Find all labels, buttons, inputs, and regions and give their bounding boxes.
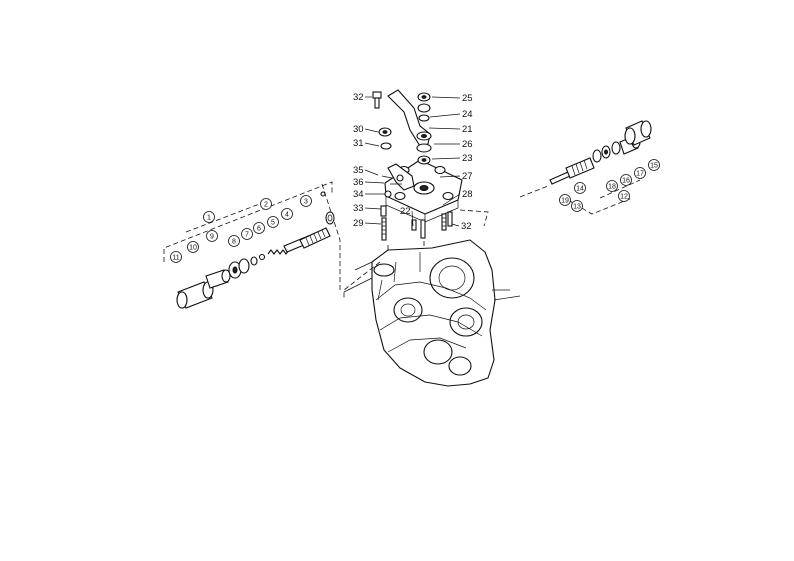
callout-circle: 13	[571, 200, 583, 212]
right-plunger-assembly	[519, 120, 652, 215]
callout-number: 11	[172, 255, 179, 262]
callout-circle: 16	[620, 174, 632, 186]
callout-circle: 7	[241, 228, 253, 240]
engine-block	[343, 239, 521, 387]
callout-number: 9	[210, 234, 214, 241]
callout-circle: 18	[606, 180, 618, 192]
callout-circle: 9	[206, 230, 218, 242]
callout-number: 14	[576, 186, 584, 193]
callout-number: 24	[462, 109, 473, 120]
callout-number: 3	[304, 199, 308, 206]
callout-number: 19	[561, 198, 569, 205]
callout-number: 25	[462, 93, 473, 104]
callout-leader-line	[364, 181, 385, 184]
callout-circle: 5	[267, 216, 279, 228]
callout-leader-line	[429, 113, 461, 118]
callout-number: 4	[285, 212, 289, 219]
callout-leader-line	[439, 175, 461, 178]
callout-circle: 2	[260, 198, 272, 210]
callout-number: 33	[353, 203, 364, 214]
callout-number: 10	[189, 245, 197, 252]
callout-leader-line	[431, 157, 461, 160]
callout-leader-line	[442, 193, 461, 206]
callout-number: 26	[462, 139, 473, 150]
callout-number: 6	[257, 226, 261, 233]
callout-number: 15	[650, 163, 658, 170]
callout-leader-line	[364, 142, 380, 147]
callout-circle: 4	[281, 208, 293, 220]
callout-circle: 17	[634, 167, 646, 179]
callout-number: 28	[462, 189, 473, 200]
callout-circle: 1	[203, 211, 215, 223]
callout-leader-line	[428, 127, 461, 130]
callout-number: 17	[636, 171, 644, 178]
callout-number: 5	[271, 220, 275, 227]
callout-circle: 6	[253, 222, 265, 234]
callout-number: 32	[461, 221, 472, 232]
governor-cover-assembly	[372, 89, 489, 250]
callout-number: 36	[353, 177, 364, 188]
callout-leader-line	[364, 128, 379, 133]
callout-circle: 8	[228, 235, 240, 247]
callout-circle: 12	[618, 190, 630, 202]
callout-number: 34	[353, 189, 364, 200]
callout-number: 32	[353, 92, 364, 103]
callout-leader-line	[431, 96, 461, 99]
callout-circle: 3	[300, 195, 312, 207]
callout-number: 27	[462, 171, 473, 182]
callout-number: 2	[264, 202, 268, 209]
callout-number: 16	[622, 178, 630, 185]
callout-number: 21	[462, 124, 473, 135]
callout-number: 35	[353, 165, 364, 176]
callout-number: 1	[207, 215, 211, 222]
callout-circle: 14	[574, 182, 586, 194]
callout-number: 8	[232, 239, 236, 246]
callout-leader-line	[364, 222, 382, 225]
callout-circle: 10	[187, 241, 199, 253]
callout-number: 29	[353, 218, 364, 229]
callout-leader-line	[364, 207, 382, 210]
circled-callouts-left: 1 2 3 4 5 6 7 8 9 10 11	[170, 195, 312, 263]
callout-number: 22	[400, 206, 411, 217]
callout-number: 31	[353, 138, 364, 149]
callout-leader-line	[451, 223, 460, 227]
callout-leader-line	[411, 210, 414, 227]
circled-callouts-right: 12 13 14 15 16 17 18 19	[559, 159, 660, 212]
callout-number: 30	[353, 124, 364, 135]
callout-circle: 11	[170, 251, 182, 263]
callout-circle: 15	[648, 159, 660, 171]
callout-number: 18	[608, 184, 616, 191]
callout-circle: 19	[559, 194, 571, 206]
callout-number: 7	[245, 232, 249, 239]
left-plunger-assembly	[163, 181, 341, 309]
callout-number: 13	[573, 204, 581, 211]
callout-number: 23	[462, 153, 473, 164]
callout-leader-line	[364, 169, 379, 176]
callout-number: 12	[620, 194, 628, 201]
